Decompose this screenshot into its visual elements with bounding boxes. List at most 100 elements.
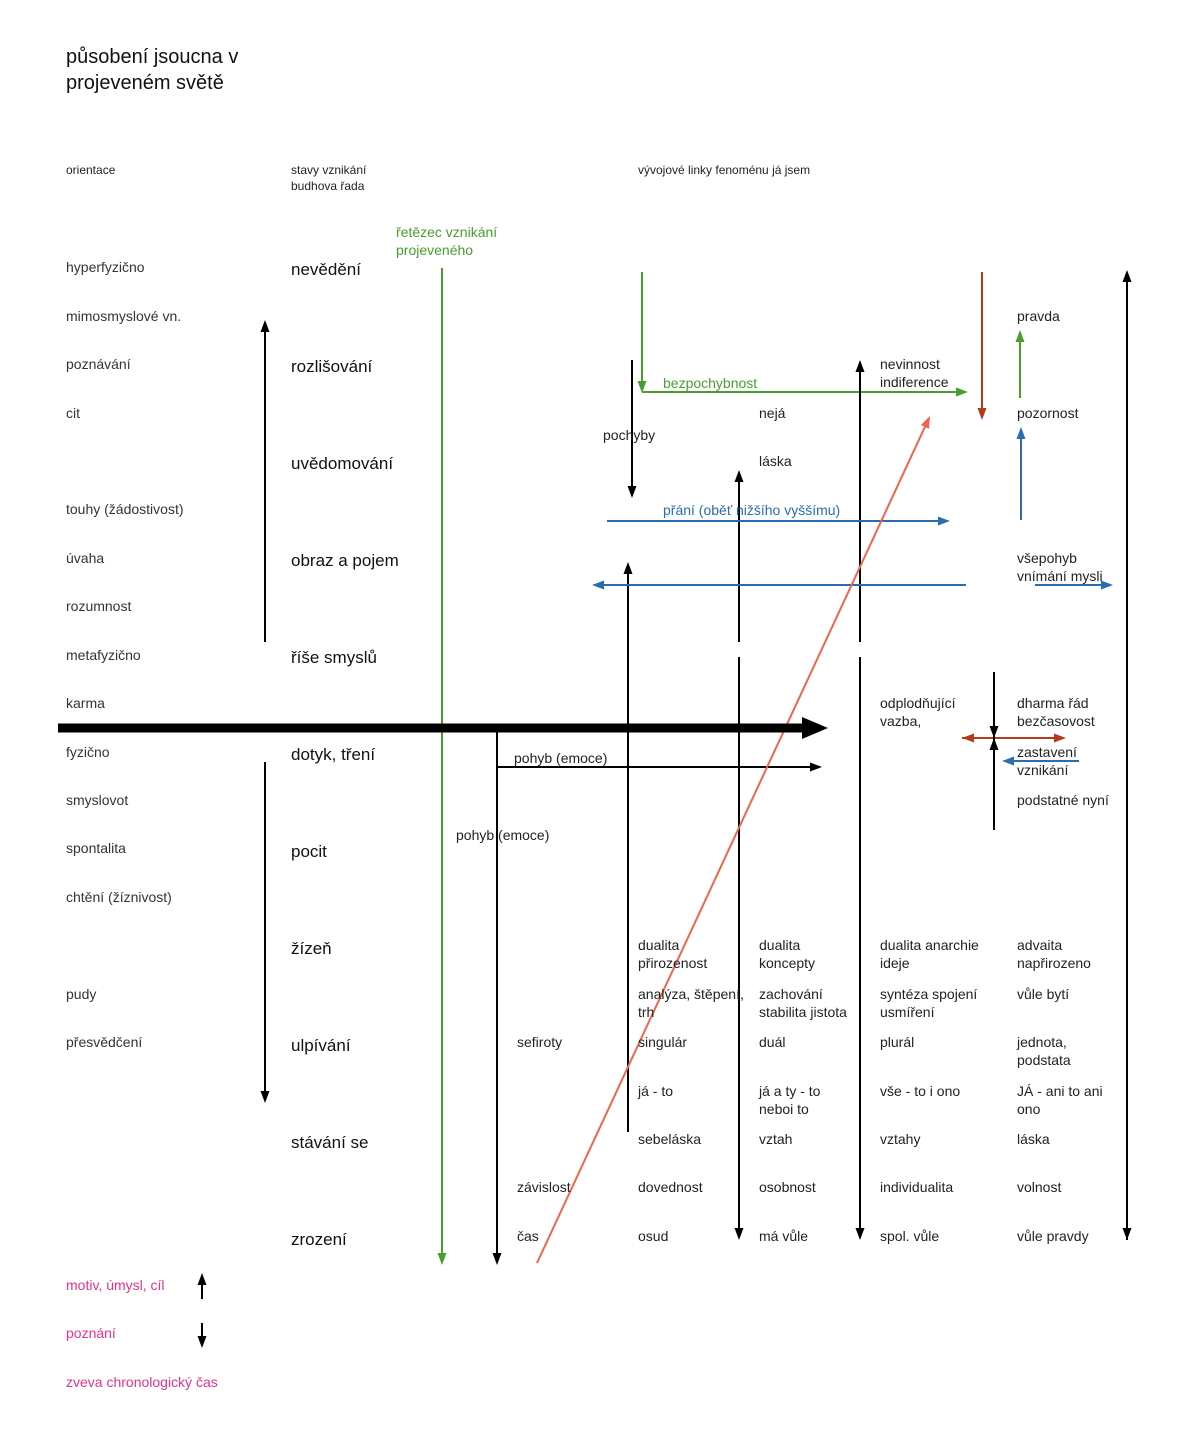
stage-label: uvědomování	[291, 454, 394, 473]
chain-label: řetězec vznikání projeveného	[396, 224, 498, 258]
table-cell: osobnost	[759, 1179, 816, 1195]
stage-label: dotyk, tření	[291, 745, 376, 764]
table-cell: duál	[759, 1034, 786, 1050]
label-bezpochybnost: bezpochybnost	[663, 375, 758, 391]
time-diagonal-arrow	[536, 424, 927, 1264]
label-prani: přání (oběť nižšího vyššímu)	[663, 502, 841, 518]
karma-divider-arrow-head	[802, 717, 828, 739]
chain-down-arrow-head	[437, 1253, 447, 1265]
orientation-item: karma	[66, 695, 105, 711]
orientation-up-arrow-head	[260, 320, 270, 332]
table-cell: osud	[638, 1228, 669, 1244]
orientation-item: poznávání	[66, 356, 131, 372]
blue-left-arrow-head	[592, 580, 604, 590]
red-down-arrow-head	[977, 408, 987, 420]
green-down-arrow-head	[637, 381, 647, 393]
legend-up-arrow-head	[197, 1273, 207, 1285]
label-dharma: dharma řád bezčasovost	[1017, 695, 1095, 729]
label-pochyby: pochyby	[603, 427, 656, 443]
pochyby-down-arrow-head	[627, 486, 637, 498]
table-cell: vztahy	[880, 1131, 921, 1147]
table-cell: dualita přirozenost	[638, 937, 708, 971]
ma-vule-down-arrow-head	[734, 1228, 744, 1240]
orientation-item: spontalita	[66, 840, 126, 856]
label-pohyb-2: pohyb (emoce)	[456, 827, 550, 843]
legend-up-label: motiv, úmysl, cíl	[66, 1277, 165, 1293]
orientation-item: chtění (žíznivost)	[66, 889, 172, 905]
dharma-down-head	[989, 726, 999, 738]
table-cell: já - to	[638, 1083, 674, 1099]
label-laska-top: láska	[759, 453, 792, 469]
table-cell: vůle bytí	[1017, 986, 1070, 1002]
table-cell: volnost	[1017, 1179, 1062, 1195]
label-zavislost: závislost	[517, 1179, 571, 1195]
label-pohyb-1: pohyb (emoce)	[514, 750, 608, 766]
label-odplodnujici: odplodňující vazba,	[880, 695, 956, 729]
nevinnost-up-arrow-head	[855, 360, 865, 372]
header-development: vývojové linky fenoménu já jsem	[638, 163, 811, 177]
full-height-arrow-head-start	[1122, 1228, 1132, 1240]
header-stages-line1: stavy vznikání	[291, 163, 367, 177]
bezpochybnost-arrow-head	[956, 387, 968, 397]
stage-label: zrození	[291, 1230, 347, 1249]
spol-vule-down-arrow-head	[855, 1228, 865, 1240]
dharma-red-arrow-head	[1054, 733, 1066, 743]
full-height-arrow-head	[1122, 270, 1132, 282]
table-cell: vše - to i ono	[880, 1083, 961, 1099]
pohyb-right-arrow-head	[810, 762, 822, 772]
legend-time-label: zveva chronologický čas	[66, 1374, 218, 1390]
table-cell: vůle pravdy	[1017, 1228, 1089, 1244]
table-cell: individualita	[880, 1179, 954, 1195]
table-cell: láska	[1017, 1131, 1050, 1147]
label-zastaveni: zastavení vznikání	[1017, 744, 1077, 778]
orientation-item: fyzično	[66, 744, 110, 760]
label-pravda: pravda	[1017, 308, 1060, 324]
header-orientation: orientace	[66, 163, 116, 177]
stage-label: říše smyslů	[291, 648, 377, 667]
stage-label: pocit	[291, 842, 327, 861]
orientation-item: úvaha	[66, 550, 105, 566]
stage-label: nevědění	[291, 260, 361, 279]
legend-down-label: poznání	[66, 1325, 116, 1341]
label-nevinnost: nevinnost indiference	[880, 356, 949, 390]
header-stages-line2: budhova řada	[291, 179, 365, 193]
stage-label: ulpívání	[291, 1036, 351, 1055]
table-cell: já a ty - to neboi to	[759, 1083, 821, 1117]
pozornost-up-arrow-head	[1016, 427, 1026, 439]
laska-up-arrow-head	[734, 470, 744, 482]
orientation-item: touhy (žádostivost)	[66, 501, 184, 517]
page-title: působení jsoucna v projeveném světě	[66, 46, 239, 94]
table-cell: spol. vůle	[880, 1228, 940, 1244]
table-cell: advaita napřirozeno	[1017, 937, 1091, 971]
label-vsepohyb: všepohyb vnímání mysli	[1017, 550, 1103, 584]
stage-label: stávání se	[291, 1133, 369, 1152]
label-sefiroty: sefiroty	[517, 1034, 563, 1050]
dharma-red-arrow-head-start	[962, 733, 974, 743]
orientation-item: cit	[66, 405, 80, 421]
table-cell: vztah	[759, 1131, 793, 1147]
time-diagonal-arrow-head	[920, 416, 930, 429]
orientation-item: mimosmyslové vn.	[66, 308, 182, 324]
orientation-item: rozumnost	[66, 598, 132, 614]
orientation-item: hyperfyzično	[66, 259, 145, 275]
table-cell: jednota, podstata	[1017, 1034, 1071, 1068]
table-cell: má vůle	[759, 1228, 809, 1244]
table-cell: JÁ - ani to ani ono	[1017, 1083, 1103, 1117]
stage-label: žízeň	[291, 939, 332, 958]
label-podstatne: podstatné nyní	[1017, 792, 1109, 808]
table-cell: singulár	[638, 1034, 688, 1050]
pravda-up-arrow-head	[1015, 330, 1025, 342]
orientation-down-arrow-head	[260, 1091, 270, 1103]
vsepohyb-right-arrow-head	[1101, 580, 1113, 590]
sebelaska-up-arrow-head	[623, 562, 633, 574]
table-cell: syntéza spojení usmíření	[880, 986, 978, 1020]
stage-label: obraz a pojem	[291, 551, 399, 570]
stage-label: rozlišování	[291, 357, 373, 376]
table-cell: analýza, štěpení, trh	[638, 986, 744, 1020]
table-cell: sebeláska	[638, 1131, 702, 1147]
orientation-item: smyslovot	[66, 792, 129, 808]
prani-right-arrow-head	[938, 516, 950, 526]
table-cell: plurál	[880, 1034, 915, 1050]
